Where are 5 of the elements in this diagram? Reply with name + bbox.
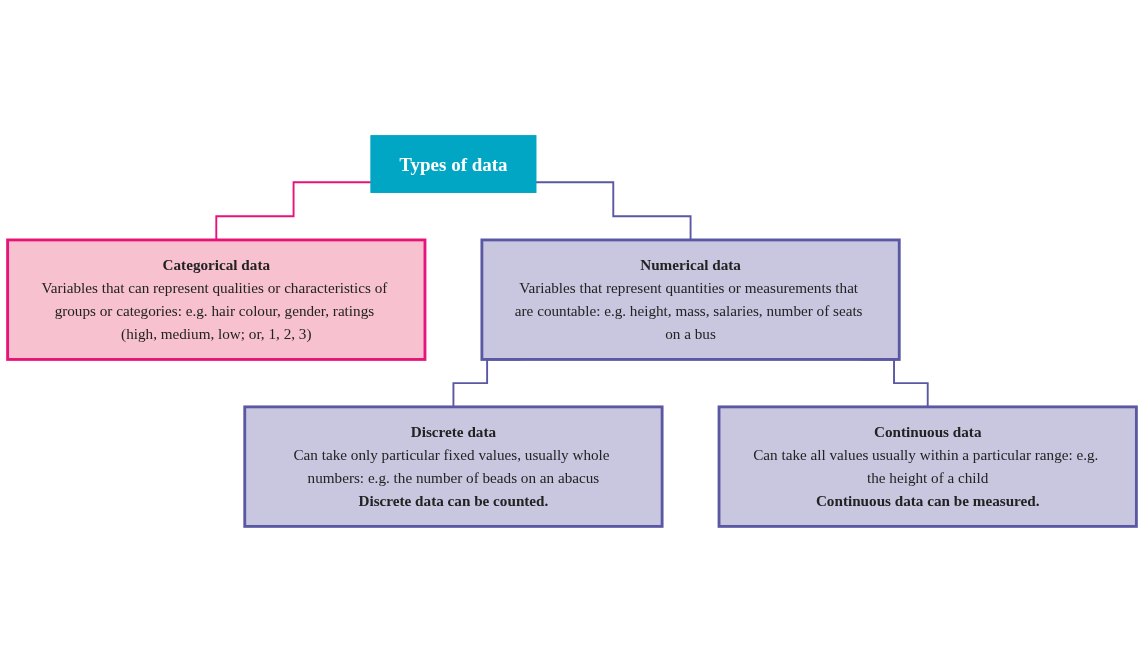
node-box: Categorical data Variables that can represent qualities or characteristics of groups or categories: e.g. hair colour, gender, ratings (high, medium, low; or, 1, 2, 3)	[6, 238, 427, 361]
node-box: Continuous data Can take all values usually within a particular range: e.g. the height of a child Continuous data can be measured.	[717, 404, 1138, 528]
node-box: Types of data	[370, 134, 537, 193]
node-box: Discrete data Can take only particular fixed values, usually whole numbers: e.g. the number of beads on an abacus Discrete data can be counted.	[243, 404, 664, 528]
node-box: Numerical data Variables that represent quantities or measurements that are countable: e.g. height, mass, salaries, number of seats on a bus	[480, 238, 901, 361]
